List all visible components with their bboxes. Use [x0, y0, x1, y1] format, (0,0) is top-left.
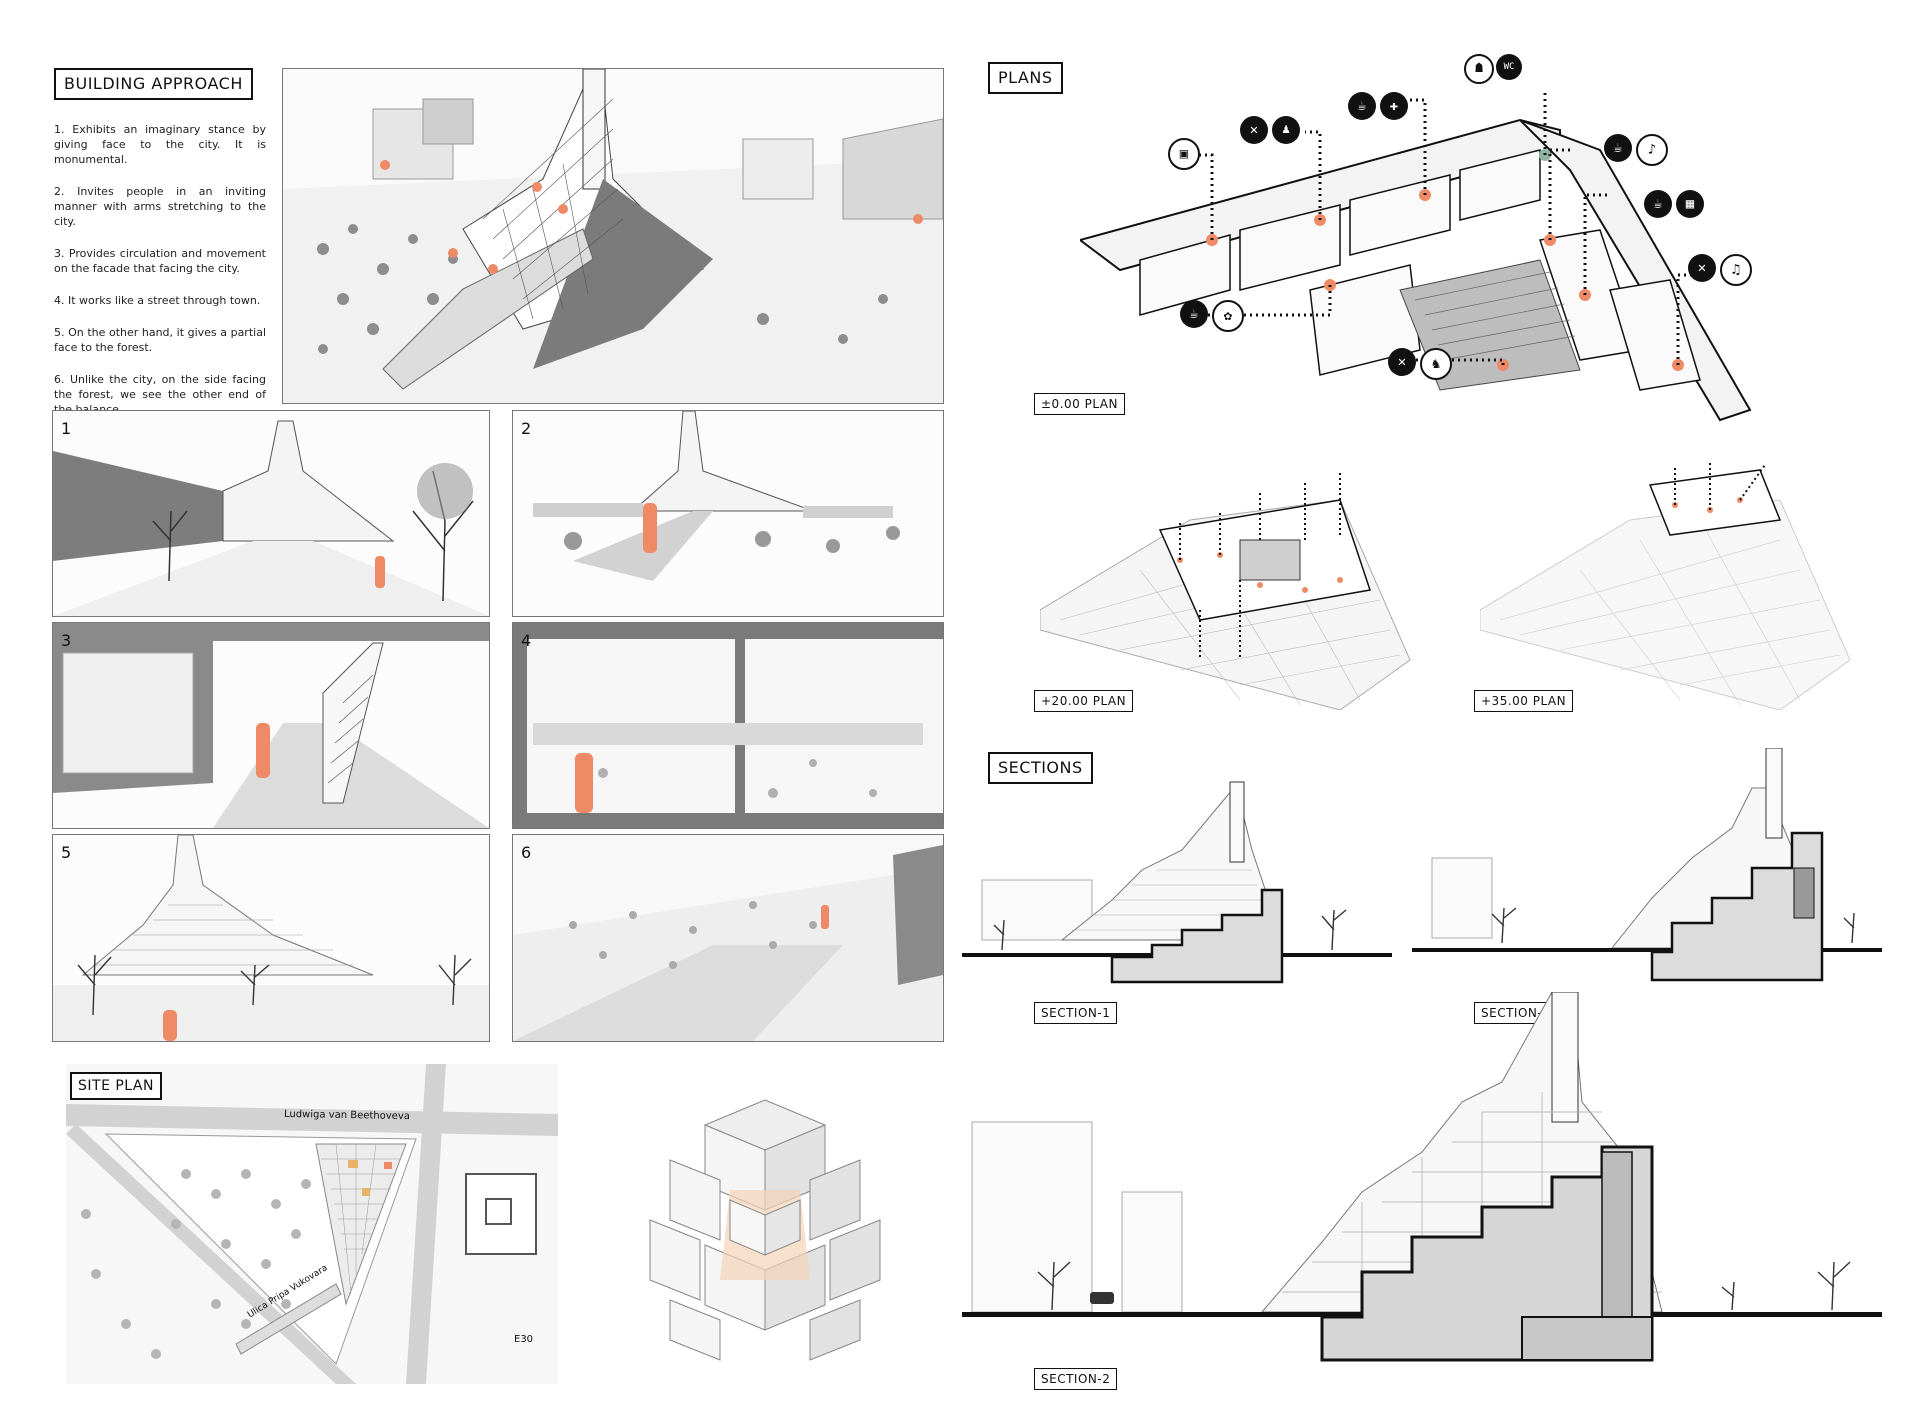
plan-level-20: +20.00 PLAN	[1034, 690, 1134, 712]
view-panel-1: 1	[52, 410, 490, 617]
plan-20-axonometric	[1039, 460, 1420, 711]
cube-concept-diagram	[610, 1070, 920, 1380]
plan-level-0: ±0.00 PLAN	[1034, 393, 1125, 415]
view-panel-2: 2	[512, 410, 944, 617]
restaurant-icon: ✕	[1240, 116, 1268, 144]
hero-perspective-render	[282, 68, 944, 404]
view-number-2: 2	[521, 419, 532, 438]
building-approach-title: BUILDING APPROACH	[54, 68, 253, 100]
plans-title: PLANS	[988, 62, 1063, 94]
view-number-4: 4	[521, 631, 532, 650]
dance-icon: ♞	[1420, 348, 1452, 380]
site-plan-road-e30: E30	[514, 1334, 534, 1345]
section-2-drawing	[962, 991, 1882, 1392]
approach-point-4: 4. It works like a street through town.	[54, 294, 261, 307]
coffee-icon-2: ☕	[1604, 134, 1632, 162]
section-3-drawing	[1412, 747, 1882, 990]
section-label-2: SECTION-2	[1034, 1368, 1118, 1390]
section-label-3: SECTION-3	[1474, 1002, 1558, 1024]
view-number-3: 3	[61, 631, 72, 650]
view-number-1: 1	[61, 419, 72, 438]
approach-point-1: 1. Exhibits an imaginary stance by givin…	[54, 123, 266, 166]
plan-level-35: +35.00 PLAN	[1474, 690, 1574, 712]
gift-icon: ▣	[1168, 138, 1200, 170]
approach-point-2: 2. Invites people in an inviting manner …	[54, 185, 266, 228]
view-number-6: 6	[521, 843, 532, 862]
site-plan-map: Ludwiga van Beethoveva Ulica Pripa Vukov…	[66, 1064, 558, 1384]
restaurant-icon-2: ✕	[1688, 254, 1716, 282]
view-panel-5: 5	[52, 834, 490, 1042]
view-panel-4: 4	[512, 622, 944, 829]
guitar-icon: ♫	[1720, 254, 1752, 286]
gamepad-icon: ✚	[1380, 92, 1408, 120]
building-approach-text: 1. Exhibits an imaginary stance by givin…	[54, 122, 266, 434]
site-plan-title: SITE PLAN	[70, 1072, 162, 1100]
site-plan-street-beethoveva: Ludwiga van Beethoveva	[283, 1108, 411, 1123]
people-icon: ♟	[1272, 116, 1300, 144]
view-number-5: 5	[61, 843, 72, 862]
section-1-drawing	[962, 770, 1392, 990]
section-label-1: SECTION-1	[1034, 1002, 1118, 1024]
palette-icon: ✿	[1212, 300, 1244, 332]
sections-title: SECTIONS	[988, 752, 1093, 784]
coffee-icon-4: ☕	[1180, 300, 1208, 328]
coffee-icon: ☕	[1348, 92, 1376, 120]
coffee-icon-3: ☕	[1644, 190, 1672, 218]
cinema-icon: ▦	[1676, 190, 1704, 218]
plan-35-axonometric	[1479, 460, 1860, 711]
microphone-icon: ♪	[1636, 134, 1668, 166]
approach-point-3: 3. Provides circulation and movement on …	[54, 247, 266, 275]
approach-point-5: 5. On the other hand, it gives a partial…	[54, 326, 266, 354]
view-panel-3: 3	[52, 622, 490, 829]
view-panel-6: 6	[512, 834, 944, 1042]
restaurant-icon-3: ✕	[1388, 348, 1416, 376]
toilet-icon: ☗	[1464, 54, 1494, 84]
wc-icon: WC	[1496, 54, 1522, 80]
